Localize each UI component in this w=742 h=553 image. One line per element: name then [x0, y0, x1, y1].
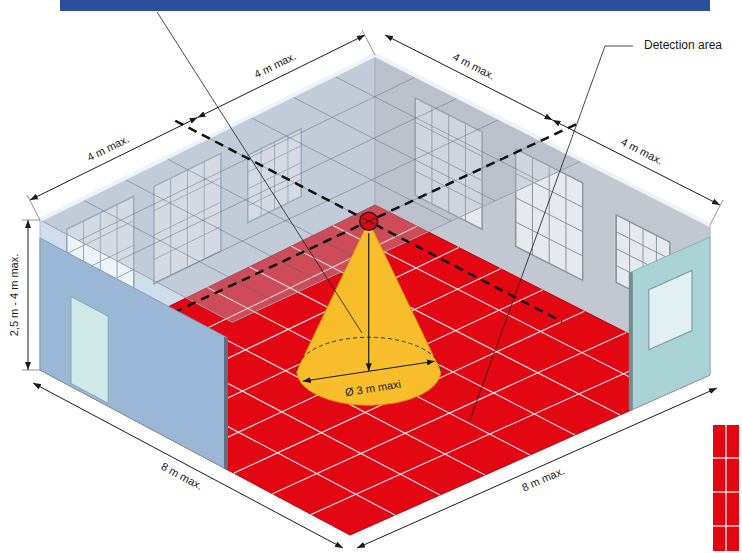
dimension-line	[198, 35, 366, 118]
window-mullion	[616, 232, 670, 259]
dimension-label: Ø 3 m maxi	[344, 378, 401, 399]
callout-label: Detection area	[644, 39, 722, 52]
dimension-line	[33, 383, 343, 548]
extension-line	[27, 195, 40, 220]
dimension-label: 4 m max.	[252, 50, 298, 81]
window	[649, 271, 692, 350]
extension-line	[22, 220, 40, 221]
leader-line	[605, 46, 633, 47]
extension-line	[362, 30, 375, 55]
detection-cone	[297, 221, 441, 405]
ceiling-grid	[249, 117, 451, 221]
front-right-wall	[631, 237, 710, 410]
dimension-label: 2,5 m - 4 m max.	[8, 254, 20, 337]
dimension-label: 8 m max.	[520, 464, 566, 493]
extension-line	[22, 370, 40, 371]
dimension-label: 4 m max.	[85, 133, 131, 164]
leader-line	[470, 46, 605, 420]
height-arrow	[368, 233, 369, 371]
ceiling-grid	[124, 179, 320, 282]
dimension-line	[553, 120, 721, 205]
dimension-label: 4 m max.	[451, 50, 497, 81]
presence-detector	[360, 212, 378, 230]
dimension-label: 4 m max.	[619, 135, 665, 166]
detector-mark	[363, 218, 375, 224]
ceiling-grid	[291, 96, 495, 201]
diameter-arrow	[303, 361, 435, 381]
room-drawing	[22, 12, 723, 548]
wall-rim	[40, 55, 710, 225]
door	[71, 297, 108, 404]
dimension-line	[28, 220, 29, 370]
dimension-line	[385, 35, 553, 120]
dimension-line	[30, 118, 198, 201]
header-bar	[60, 0, 710, 11]
window-mullion	[516, 198, 583, 232]
ceiling-grid	[166, 158, 364, 261]
leader-line	[157, 12, 362, 333]
dimension-label: 8 m max.	[159, 460, 205, 492]
corner-icon	[713, 425, 739, 551]
extension-line	[710, 200, 723, 225]
detector-mark	[363, 218, 375, 224]
dimension-line	[357, 388, 717, 548]
wall-cut-edge	[629, 272, 633, 410]
front-left-wall	[40, 238, 226, 469]
ceiling-grid	[333, 76, 539, 181]
wall-cut-edge	[224, 337, 228, 469]
window-mullion	[565, 174, 566, 272]
